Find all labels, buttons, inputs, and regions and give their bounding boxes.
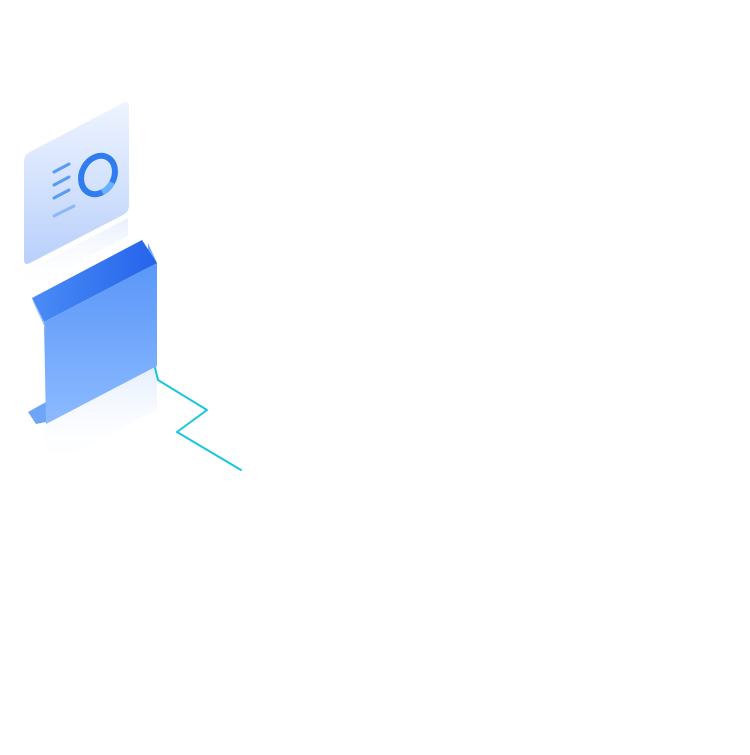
kiosk-stand (28, 240, 157, 468)
donut-chart-icon (78, 152, 118, 198)
kiosk-console-top (32, 240, 157, 322)
kiosk-foot (28, 402, 46, 424)
panel-shadow (24, 218, 128, 290)
cable-line (154, 367, 242, 471)
screen-panel (24, 102, 129, 290)
panel-face (24, 102, 129, 264)
text-lines-icon (52, 162, 76, 218)
kiosk-reflection (45, 362, 157, 468)
kiosk-console-lip (32, 298, 46, 330)
kiosk-front-face (44, 263, 157, 424)
